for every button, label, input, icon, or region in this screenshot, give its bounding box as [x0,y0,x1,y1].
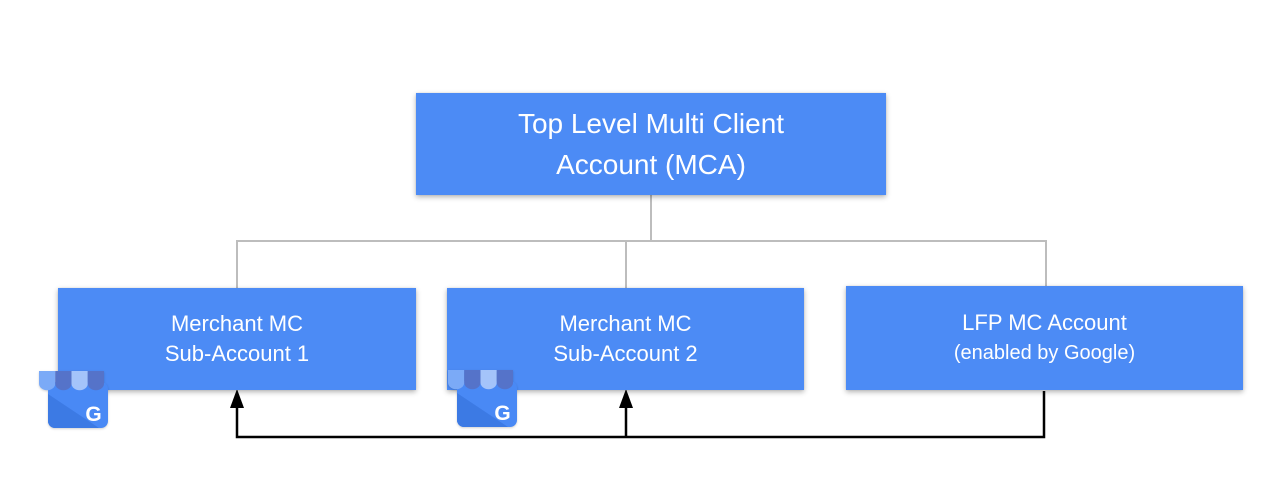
hierarchy-connector-lines [236,195,1047,288]
node-lfp-mc-account: LFP MC Account (enabled by Google) [846,286,1243,390]
feedback-arrow-path [235,391,1046,439]
node-label-line1: Top Level Multi Client [517,108,785,139]
node-label-line2: (enabled by Google) [953,342,1136,364]
storefront-awning [39,371,104,391]
google-my-business-icon: G [37,368,109,430]
node-label-line2: Account (MCA) [556,149,746,180]
node-top-level-mca: Top Level Multi Client Account (MCA) [416,93,886,195]
node-label-line1: LFP MC Account [962,310,1127,335]
node-label-line1: Merchant MC [559,311,692,336]
node-label-line2: Sub-Account 1 [164,341,310,366]
node-merchant-mc-sub-account-1: Merchant MC Sub-Account 1 [58,288,416,390]
node-label-line1: Merchant MC [170,311,304,336]
arrowhead-to-merchant-1-icon [230,389,244,408]
google-g-letter: G [85,403,101,426]
storefront-awning [448,370,513,390]
google-my-business-icon: G [446,367,518,429]
google-g-letter: G [494,402,510,425]
node-label-line2: Sub-Account 2 [553,341,698,366]
arrowhead-to-merchant-2-icon [619,389,633,408]
